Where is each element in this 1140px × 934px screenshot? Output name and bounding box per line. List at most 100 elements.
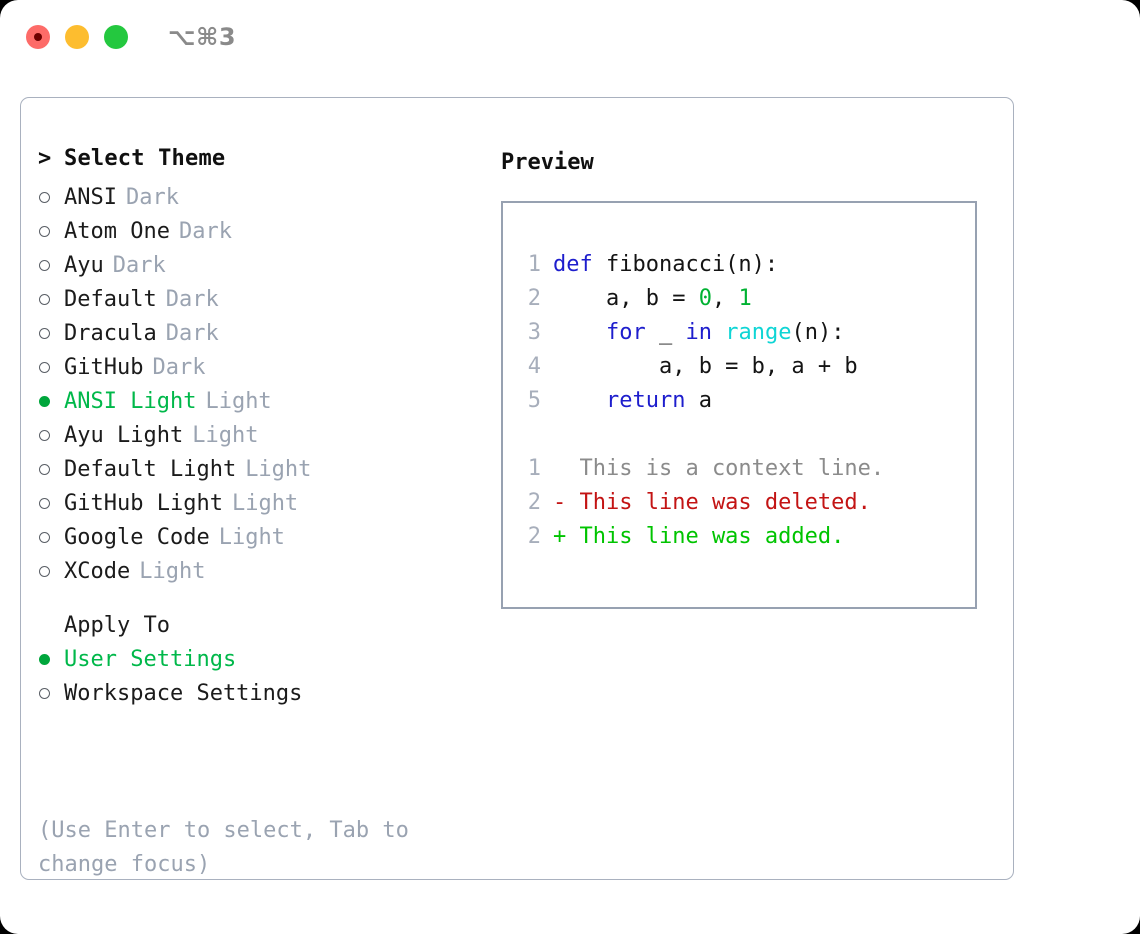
theme-list-item[interactable]: Ayu Light Light bbox=[38, 418, 478, 452]
theme-list-item[interactable]: Default Dark bbox=[38, 282, 478, 316]
code-token: a bbox=[685, 388, 712, 413]
code-text: for _ in range(n): bbox=[553, 316, 844, 350]
radio-unselected-icon bbox=[38, 497, 64, 509]
theme-name: Dracula bbox=[64, 320, 157, 346]
line-number: 4 bbox=[527, 354, 541, 379]
code-line: 4 a, b = b, a + b bbox=[513, 350, 975, 384]
radio-unselected-icon bbox=[38, 225, 64, 237]
theme-variant: Dark bbox=[165, 286, 219, 312]
code-line: 5 return a bbox=[513, 384, 975, 418]
theme-variant: Dark bbox=[178, 218, 232, 244]
title-bar: ⌥⌘3 bbox=[0, 0, 1140, 78]
apply-to-option[interactable]: Workspace Settings bbox=[38, 676, 478, 710]
diff-text: + This line was added. bbox=[553, 524, 845, 549]
radio-unselected-icon bbox=[38, 687, 64, 699]
code-blank-line bbox=[513, 418, 975, 452]
radio-unselected-icon bbox=[38, 361, 64, 373]
maximize-button[interactable] bbox=[104, 25, 128, 49]
code-text: a, b = 0, 1 bbox=[553, 282, 752, 316]
page-title: Select Theme bbox=[64, 146, 226, 171]
close-button[interactable] bbox=[26, 25, 50, 49]
theme-name: Ayu bbox=[64, 252, 104, 278]
radio-unselected-icon bbox=[38, 429, 64, 441]
apply-to-label-text: Apply To bbox=[64, 612, 170, 638]
theme-variant: Light bbox=[205, 388, 272, 414]
radio-unselected-icon bbox=[38, 191, 64, 203]
code-token: (n): bbox=[791, 320, 845, 345]
code-text: return a bbox=[553, 384, 712, 418]
radio-unselected-icon bbox=[38, 531, 64, 543]
code-token: , bbox=[711, 286, 739, 311]
code-token bbox=[712, 320, 725, 345]
theme-name: Atom One bbox=[64, 218, 170, 244]
radio-unselected-icon bbox=[38, 293, 64, 305]
theme-name: ANSI Light bbox=[64, 388, 197, 414]
theme-list-item[interactable]: Ayu Dark bbox=[38, 248, 478, 282]
line-number: 1 bbox=[527, 456, 541, 481]
radio-selected-icon bbox=[38, 653, 64, 665]
line-number: 2 bbox=[527, 490, 541, 515]
theme-name: ANSI bbox=[64, 184, 117, 210]
radio-unselected-icon bbox=[38, 327, 64, 339]
theme-name: Ayu Light bbox=[64, 422, 184, 448]
apply-to-label: Apply To bbox=[38, 608, 478, 642]
code-token: in bbox=[685, 320, 712, 345]
radio-unselected-icon bbox=[38, 463, 64, 475]
code-token: a, b = bbox=[553, 286, 699, 311]
caret-icon: > bbox=[38, 146, 52, 171]
apply-to-option-label: User Settings bbox=[64, 646, 237, 672]
apply-to-option-label: Workspace Settings bbox=[64, 680, 303, 706]
theme-variant: Light bbox=[192, 422, 259, 448]
theme-list-item[interactable]: Google Code Light bbox=[38, 520, 478, 554]
code-token: for bbox=[605, 320, 646, 345]
line-number: 2 bbox=[527, 286, 541, 311]
code-token bbox=[553, 388, 606, 413]
theme-list-item[interactable]: ANSI Dark bbox=[38, 180, 478, 214]
line-number: 2 bbox=[527, 524, 541, 549]
theme-name: Default bbox=[64, 286, 157, 312]
code-text: a, b = b, a + b bbox=[553, 350, 858, 384]
theme-list-item[interactable]: Dracula Dark bbox=[38, 316, 478, 350]
theme-name: XCode bbox=[64, 558, 131, 584]
code-line: 3 for _ in range(n): bbox=[513, 316, 975, 350]
line-number: 1 bbox=[527, 252, 541, 277]
code-token: return bbox=[605, 388, 686, 413]
theme-variant: Dark bbox=[125, 184, 179, 210]
theme-name: Google Code bbox=[64, 524, 210, 550]
theme-name: GitHub Light bbox=[64, 490, 223, 516]
theme-variant: Light bbox=[139, 558, 206, 584]
apply-to-option[interactable]: User Settings bbox=[38, 642, 478, 676]
theme-variant: Light bbox=[231, 490, 299, 516]
minimize-button[interactable] bbox=[65, 25, 89, 49]
theme-variant: Dark bbox=[165, 320, 219, 346]
theme-list-item[interactable]: GitHub Light Light bbox=[38, 486, 478, 520]
preview-title: Preview bbox=[501, 150, 594, 175]
theme-variant: Dark bbox=[112, 252, 166, 278]
theme-picker-header: > Select Theme bbox=[38, 146, 478, 180]
code-token: def bbox=[553, 252, 606, 277]
line-number: 5 bbox=[527, 388, 541, 413]
theme-variant: Dark bbox=[152, 354, 206, 380]
theme-list-item[interactable]: Atom One Dark bbox=[38, 214, 478, 248]
line-number: 3 bbox=[527, 320, 541, 345]
keyboard-hint: (Use Enter to select, Tab to change focu… bbox=[38, 818, 409, 877]
theme-variant: Light bbox=[218, 524, 285, 550]
code-token: a, b = b, a + b bbox=[553, 354, 858, 379]
theme-list-item[interactable]: XCode Light bbox=[38, 554, 478, 588]
diff-line: 1 This is a context line. bbox=[513, 452, 975, 486]
code-token: 1 bbox=[738, 286, 752, 311]
code-line: 2 a, b = 0, 1 bbox=[513, 282, 975, 316]
theme-list-item[interactable]: ANSI Light Light bbox=[38, 384, 478, 418]
code-token bbox=[553, 320, 606, 345]
theme-name: Default Light bbox=[64, 456, 237, 482]
spacer bbox=[38, 588, 478, 608]
